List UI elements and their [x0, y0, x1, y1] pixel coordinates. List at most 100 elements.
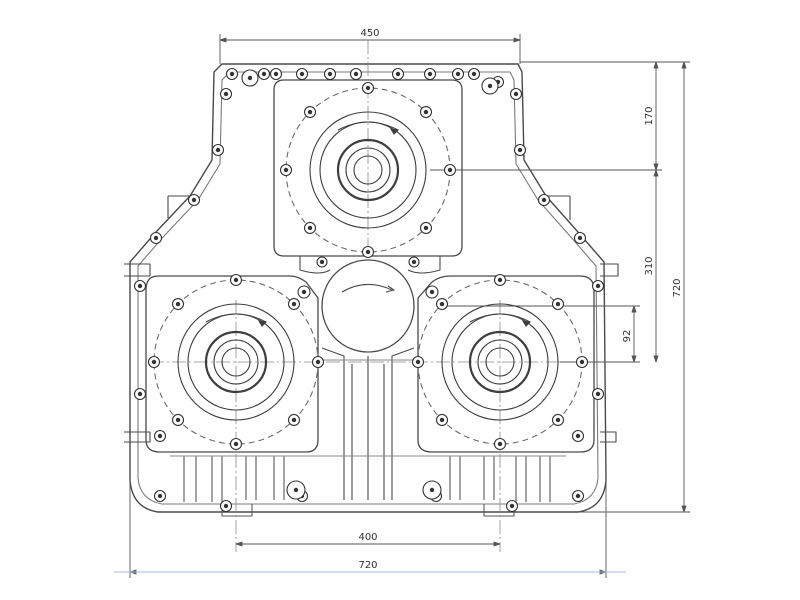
bolt-center: [423, 225, 429, 231]
bore-ring: [177, 303, 295, 421]
bolt-hole: [287, 413, 301, 427]
bolt-hole: [153, 489, 167, 503]
bolt-hole: [229, 437, 243, 451]
bolt-hole: [311, 355, 325, 369]
dim-output-spacing: 400: [358, 532, 377, 543]
dim-total-height: 720: [672, 278, 683, 297]
bolt-hole: [279, 163, 293, 177]
bolt-hole: [269, 67, 283, 81]
bolt-center: [327, 71, 333, 77]
bolt-hole: [229, 273, 243, 287]
bolt-center: [299, 71, 305, 77]
bearing-bores: [177, 111, 559, 421]
bolt-center: [427, 71, 433, 77]
bearing-bore-upper: [309, 111, 427, 229]
bolt-center: [137, 391, 143, 397]
bolt-hole: [591, 387, 605, 401]
bolt-center: [509, 503, 515, 509]
bolt-hole: [435, 413, 449, 427]
bolt-center: [291, 301, 297, 307]
bolt-hole: [571, 429, 585, 443]
bolt-hole: [493, 437, 507, 451]
bolt-hole: [219, 499, 233, 513]
bearing-bore-right: [441, 303, 559, 421]
bolt-center: [191, 197, 197, 203]
bolt-center: [395, 71, 401, 77]
bolt-center: [175, 417, 181, 423]
bolt-center: [223, 91, 229, 97]
bolt-hole: [423, 67, 437, 81]
bolt-center: [497, 277, 503, 283]
bolt-center: [175, 301, 181, 307]
bolt-hole: [425, 285, 439, 299]
bolt-hole: [422, 480, 442, 500]
bolt-hole: [481, 77, 499, 95]
bore-ring: [204, 330, 268, 394]
bolt-center: [319, 259, 325, 265]
bolt-center: [497, 441, 503, 447]
rotation-arrow: [469, 313, 531, 323]
bolt-center: [365, 249, 371, 255]
rotation-arrow: [205, 313, 267, 323]
bolt-center: [215, 147, 221, 153]
bolt-hole: [286, 480, 306, 500]
bolt-hole: [349, 67, 363, 81]
bolt-center: [595, 391, 601, 397]
bolt-hole: [187, 193, 201, 207]
bolt-hole: [225, 67, 239, 81]
bolt-hole: [591, 279, 605, 293]
bolt-hole: [297, 285, 311, 299]
bolt-center: [577, 235, 583, 241]
bore-ring: [441, 303, 559, 421]
bolt-center: [233, 441, 239, 447]
bore-ring: [345, 147, 391, 193]
bolt-center: [595, 283, 601, 289]
bolt-center: [415, 359, 421, 365]
bolt-center: [517, 147, 523, 153]
bolt-hole: [323, 67, 337, 81]
rotation-arrowhead: [389, 128, 400, 135]
bolt-center: [541, 197, 547, 203]
bolt-center: [411, 259, 417, 265]
bolt-holes: [133, 67, 605, 513]
bolt-center: [151, 359, 157, 365]
dim-top-width: 450: [360, 28, 379, 39]
bolt-center: [447, 167, 453, 173]
bolt-center: [455, 71, 461, 77]
bolt-center: [575, 433, 581, 439]
bolt-hole: [153, 429, 167, 443]
bolt-center: [233, 277, 239, 283]
bolt-hole: [303, 221, 317, 235]
bolt-hole: [537, 193, 551, 207]
dim-upper-height: 170: [644, 106, 655, 125]
bolt-hole: [419, 105, 433, 119]
dimension-lines: [129, 34, 690, 578]
bolt-hole: [171, 297, 185, 311]
rotation-arrowhead: [521, 320, 532, 327]
bolt-hole: [147, 355, 161, 369]
bolt-hole: [361, 245, 375, 259]
bolt-hole: [509, 87, 523, 101]
bolt-center: [439, 301, 445, 307]
centre-idler-housing: [299, 256, 441, 500]
bolt-hole: [316, 256, 328, 268]
rotation-arrow: [337, 121, 399, 131]
bolt-center: [579, 359, 585, 365]
bolt-center: [429, 289, 435, 295]
bore-ring: [353, 155, 383, 185]
bolt-center: [315, 359, 321, 365]
bolt-center: [353, 71, 359, 77]
bolt-hole: [443, 163, 457, 177]
bolt-center: [157, 493, 163, 499]
bolt-hole: [295, 67, 309, 81]
bolt-hole: [149, 231, 163, 245]
housing-outline: [124, 63, 619, 513]
bolt-center: [365, 85, 371, 91]
bolt-hole: [219, 87, 233, 101]
bolt-center: [439, 417, 445, 423]
dim-mid-height: 310: [644, 256, 655, 275]
bolt-hole: [133, 279, 147, 293]
bolt-hole: [287, 297, 301, 311]
bore-ring: [336, 138, 400, 202]
bolt-center: [291, 417, 297, 423]
